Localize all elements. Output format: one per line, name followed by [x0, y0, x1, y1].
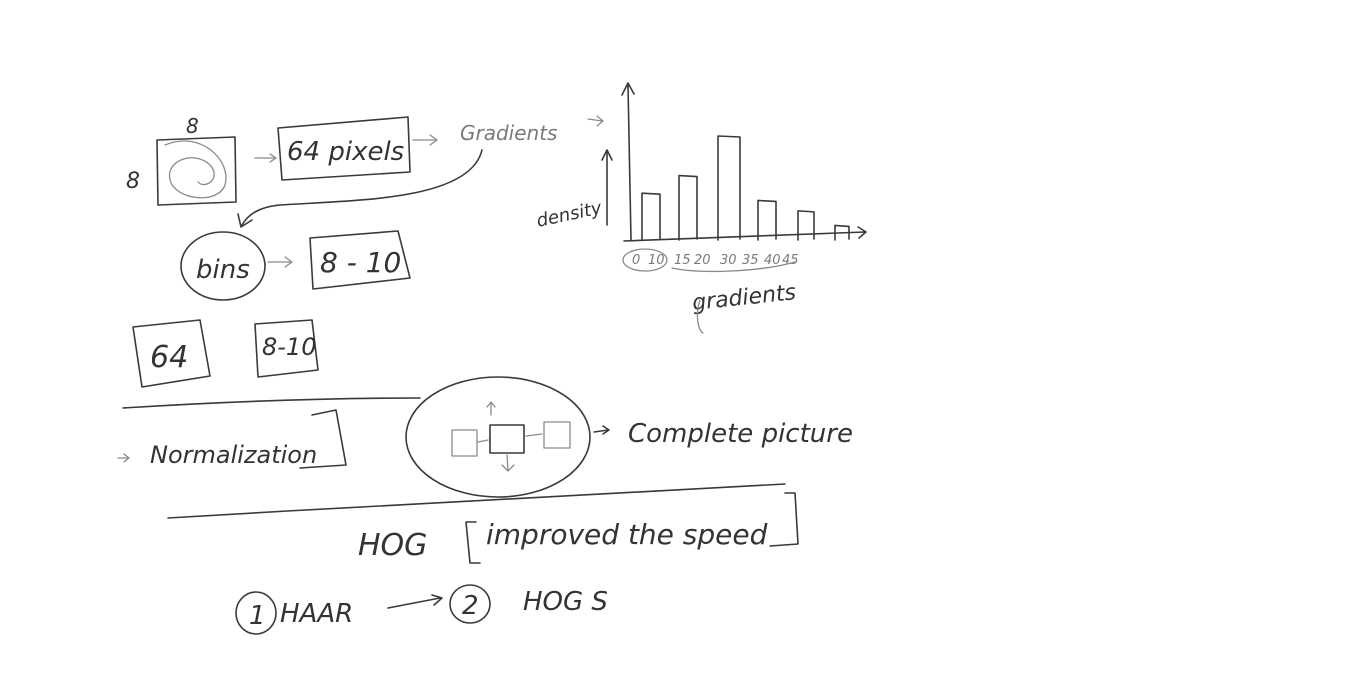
- normalization-bracket: [299, 409, 347, 469]
- histogram-ylabel: density: [535, 197, 604, 231]
- normalization-ellipse: [405, 376, 591, 498]
- histogram-bar: [641, 192, 661, 241]
- block-connectors: [477, 433, 543, 443]
- pixel-block-top-label: 8: [186, 114, 199, 138]
- bins-range-border: [309, 230, 411, 290]
- box-64: 64: [132, 319, 211, 388]
- gradients-to-bins-curve: [241, 149, 483, 226]
- histogram-tick-label: 45: [782, 253, 799, 268]
- arrow-to-bins-range: [267, 256, 293, 268]
- xlabel-stroke: [696, 299, 704, 334]
- pixels-box: 64 pixels: [277, 116, 411, 181]
- tick-underline: [671, 261, 796, 272]
- step1-number: 1: [249, 601, 266, 631]
- normalization-label: Normalization: [150, 441, 317, 469]
- block-center: [489, 424, 525, 454]
- normalization-block-group: [405, 376, 591, 498]
- histogram-tick-label: 20: [694, 253, 711, 268]
- hog-bracket-text: improved the speed: [486, 518, 768, 551]
- histogram-y-axis: [621, 82, 635, 241]
- bins-circle: [180, 231, 266, 301]
- histogram-tick-label: 35: [742, 253, 759, 268]
- pixel-block-box: [156, 136, 237, 206]
- histogram-bar: [757, 199, 777, 241]
- pixel-block-side-label: 8: [126, 169, 140, 194]
- histogram-bar: [834, 224, 850, 241]
- hog-bracket-right: [769, 492, 799, 547]
- hog-title: HOG: [358, 528, 427, 563]
- divider-line-2: [167, 483, 786, 519]
- pixel-block-swirl: [164, 140, 227, 199]
- pixel-block: 8 8: [126, 114, 237, 206]
- bins-range-label: 8 - 10: [320, 246, 401, 279]
- arrow-to-64-pixels: [254, 153, 277, 163]
- bins-label: bins: [196, 255, 250, 285]
- step2-circle: [449, 584, 491, 624]
- bins-range-box: 8 - 10: [309, 230, 411, 290]
- pixels-box-label: 64 pixels: [287, 137, 404, 167]
- box-64-label: 64: [150, 340, 188, 375]
- box-64-border: [132, 319, 211, 388]
- histogram-tick-label: 15: [674, 253, 691, 268]
- block-right: [543, 421, 571, 449]
- histogram-xlabel: gradients: [691, 280, 797, 316]
- histogram-bar: [797, 210, 815, 241]
- box-8-10-label: 8-10: [262, 333, 316, 361]
- step2-label: HOG S: [523, 587, 608, 617]
- gradients-top-label: Gradients: [460, 121, 557, 145]
- box-8-10-border: [254, 319, 319, 378]
- gradients-to-bins-arrowhead: [237, 213, 253, 228]
- block-up-arrow: [486, 401, 496, 416]
- histogram-tick-label: 10: [648, 253, 665, 268]
- density-arrow: [601, 149, 613, 226]
- divider-line-1: [122, 397, 421, 409]
- tick-0-10-circle: [622, 248, 668, 272]
- step1-label: HAAR: [280, 599, 353, 629]
- block-left: [451, 429, 478, 457]
- box-8-10: 8-10: [254, 319, 319, 378]
- histogram-tick-label: 30: [720, 253, 737, 268]
- gradients-arrow: [587, 115, 604, 127]
- pixels-box-border: [277, 116, 411, 181]
- block-down-arrow: [501, 454, 515, 472]
- histogram-tick-label: 0: [632, 253, 640, 268]
- normalization-arrow: [117, 453, 130, 463]
- step2-number: 2: [462, 591, 479, 621]
- arrow-to-gradients: [412, 134, 438, 146]
- complete-picture-label: Complete picture: [628, 419, 853, 449]
- bins-node: bins: [180, 231, 266, 301]
- histogram-bars: [641, 135, 850, 241]
- histogram-bar: [717, 135, 741, 241]
- histogram-bar: [678, 174, 698, 241]
- hog-bracket-left: [465, 521, 481, 564]
- step-arrow: [387, 594, 443, 609]
- histogram-x-axis: [623, 226, 867, 242]
- histogram-tick-label: 40: [764, 253, 781, 268]
- step1-circle: [235, 591, 277, 635]
- arrow-to-complete-picture: [593, 425, 610, 435]
